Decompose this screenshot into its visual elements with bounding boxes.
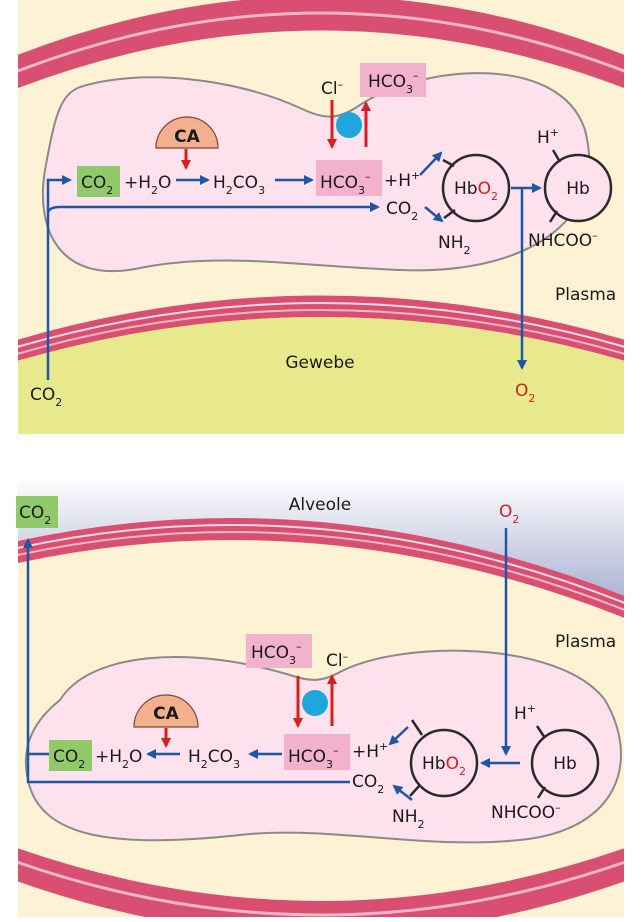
top-carbamino-arrow [424,206,444,223]
bottom-nh2-label: NH2 [392,807,425,831]
bottom-hco3-label: HCO3– [288,744,339,771]
tissue-region [18,317,624,434]
top-co2-carbamino-path [46,202,380,213]
top-tissue-co2-label: CO2 [30,385,62,409]
bottom-panel: CA HCO3– Cl– CO2 +H2O H2CO3 HCO3– +H+ CO… [16,477,624,917]
top-hco3-out-box [360,63,426,97]
top-plasma-label: Plasma [555,285,616,305]
bottom-co2-carbamino-label: CO2 [352,772,384,796]
bottom-hco3-in-box [246,634,312,668]
bottom-h-release-arrow [388,726,409,746]
bottom-hco3-box [284,734,350,770]
bottom-ca-label: CA [153,704,179,724]
top-co2-box [77,166,120,197]
top-lower-vessel-wall [18,295,624,361]
top-carbamino-label: NHCOO– [528,229,598,251]
top-hb-molecule [543,153,613,223]
top-ca-enzyme [155,116,219,149]
bottom-lower-vessel-wall [18,848,624,917]
bottom-hbo2-molecule [409,728,479,798]
top-co2-entry-arrow [46,175,72,380]
top-hco3-label: HCO3– [320,170,371,197]
top-ca-label: CA [174,127,200,147]
top-exchanger-channel [336,112,362,138]
bottom-h-plus-label: +H+ [352,740,388,762]
top-h2o-label: +H2O [124,173,171,197]
bottom-carbamino-release-arrow [392,784,413,801]
top-hbo2-label: HbO2 [454,179,498,203]
bottom-h2co3-label: H2CO3 [188,747,240,771]
inhaled-o2-label: O2 [499,502,519,526]
top-hb-label: Hb [566,179,590,199]
top-hbo2-molecule [441,153,511,223]
top-upper-vessel-wall [18,0,624,89]
exhaled-co2-label: CO2 [19,503,51,527]
bottom-h-plus-hb-label: H+ [514,702,536,724]
top-h-plus-label: +H+ [384,169,420,191]
top-h-plus-hb-label: H+ [537,126,559,148]
tissue-label: Gewebe [285,353,354,373]
bottom-upper-vessel-wall [18,518,624,618]
bottom-co2-box [49,740,92,771]
bottom-carbamino-label: NHCOO– [491,801,561,823]
alveole-region [18,477,624,596]
bottom-plasma-label: Plasma [555,632,616,652]
top-co2-carbamino-label: CO2 [386,199,418,223]
top-panel: CA Cl– HCO3– CO2 +H2O H2CO3 HCO3– +H+ CO… [18,0,624,434]
bottom-hco3-in-label: HCO3– [251,640,302,667]
bottom-exchanger-channel [302,690,328,716]
bottom-ca-enzyme [133,694,199,728]
bottom-co2-label: CO2 [53,747,85,771]
bottom-hbo2-label: HbO2 [422,754,466,778]
alveole-label: Alveole [289,495,351,515]
top-co2-label: CO2 [81,173,113,197]
bottom-hb-label: Hb [553,754,577,774]
top-hco3-out-label: HCO3– [368,69,419,96]
exhaled-co2-box [16,496,58,528]
bottom-hb-molecule [530,728,600,798]
top-nh2-label: NH2 [438,233,471,257]
bottom-anion-exchanger: HCO3– Cl– [246,634,348,728]
bottom-h2o-label: +H2O [95,747,142,771]
top-h-binding-arrow [419,151,443,176]
svg-text:Cl–: Cl– [326,650,348,671]
top-hco3-box [316,160,382,196]
top-o2-release-label: O2 [515,381,535,405]
bottom-co2-exhale-path [23,538,350,784]
svg-text:Cl–: Cl– [321,78,343,99]
top-h2co3-label: H2CO3 [213,173,265,197]
top-anion-exchanger: Cl– HCO3– [321,63,426,149]
